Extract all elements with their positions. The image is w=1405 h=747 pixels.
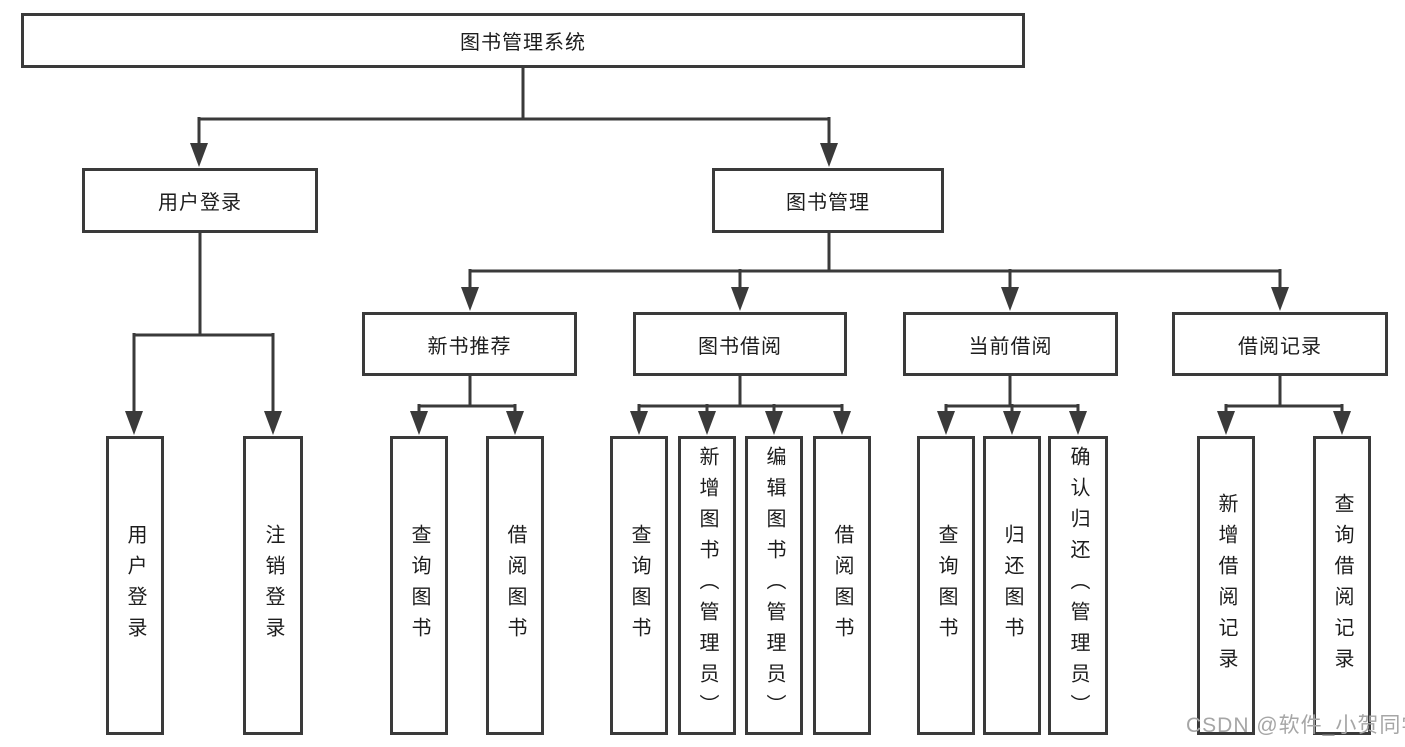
leaf-label: 查询图书 [408,523,430,648]
leaf-logout: 注销登录 [243,436,303,735]
leaf-query-books-current: 查询图书 [917,436,975,735]
node-new-book-recommend: 新书推荐 [362,312,577,376]
leaf-user-login: 用户登录 [106,436,164,735]
node-label: 用户登录 [158,192,242,214]
leaf-edit-book-admin: 编辑图书（管理员） [745,436,803,735]
leaf-label: 确认归还（管理员） [1067,446,1089,725]
leaf-label: 查询借阅记录 [1331,492,1353,679]
leaf-label: 新增借阅记录 [1215,492,1237,679]
node-label: 图书借阅 [698,335,782,358]
node-label: 借阅记录 [1238,335,1322,358]
node-label: 当前借阅 [968,335,1053,358]
node-label: 图书管理系统 [460,32,586,54]
node-current-borrow: 当前借阅 [903,312,1118,376]
leaf-borrow-books-recommend: 借阅图书 [486,436,544,735]
leaf-confirm-return-admin: 确认归还（管理员） [1048,436,1108,735]
node-library-system: 图书管理系统 [21,13,1025,68]
node-book-management: 图书管理 [712,168,944,233]
leaf-label: 注销登录 [262,523,284,648]
leaf-add-borrow-record: 新增借阅记录 [1197,436,1255,735]
node-label: 新书推荐 [427,335,512,358]
node-label: 图书管理 [786,192,870,214]
leaf-add-book-admin: 新增图书（管理员） [678,436,736,735]
arrowheads [125,143,1351,435]
leaf-query-books-borrow: 查询图书 [610,436,668,735]
leaf-label: 借阅图书 [504,523,526,648]
leaf-query-borrow-record: 查询借阅记录 [1313,436,1371,735]
node-book-borrow: 图书借阅 [633,312,847,376]
leaf-query-books-recommend: 查询图书 [390,436,448,735]
leaf-label: 查询图书 [628,523,650,648]
node-user-login: 用户登录 [82,168,318,233]
leaf-return-book: 归还图书 [983,436,1041,735]
leaf-label: 借阅图书 [831,523,853,648]
leaf-label: 查询图书 [935,523,957,648]
leaf-label: 归还图书 [1001,523,1023,648]
leaf-label: 用户登录 [124,523,146,648]
leaf-label: 新增图书（管理员） [696,446,718,725]
node-borrow-records: 借阅记录 [1172,312,1388,376]
leaf-label: 编辑图书（管理员） [763,446,785,725]
leaf-borrow-books: 借阅图书 [813,436,871,735]
